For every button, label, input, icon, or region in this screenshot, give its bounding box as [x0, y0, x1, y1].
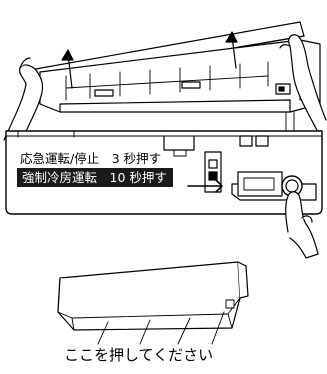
forced-cooling-label: 強制冷房運転 10 秒押す — [17, 168, 173, 187]
right-hand-icon — [279, 34, 327, 141]
emergency-operation-label: 応急運転/停止 3 秒押す — [20, 151, 162, 166]
right-arrow-icon — [187, 179, 223, 193]
indoor-unit-open — [29, 21, 321, 113]
pressing-hand-icon — [285, 191, 319, 259]
indoor-unit-closed — [57, 261, 249, 345]
press-here-caption: ここを押してください — [64, 346, 214, 364]
left-hand-icon — [3, 57, 44, 141]
